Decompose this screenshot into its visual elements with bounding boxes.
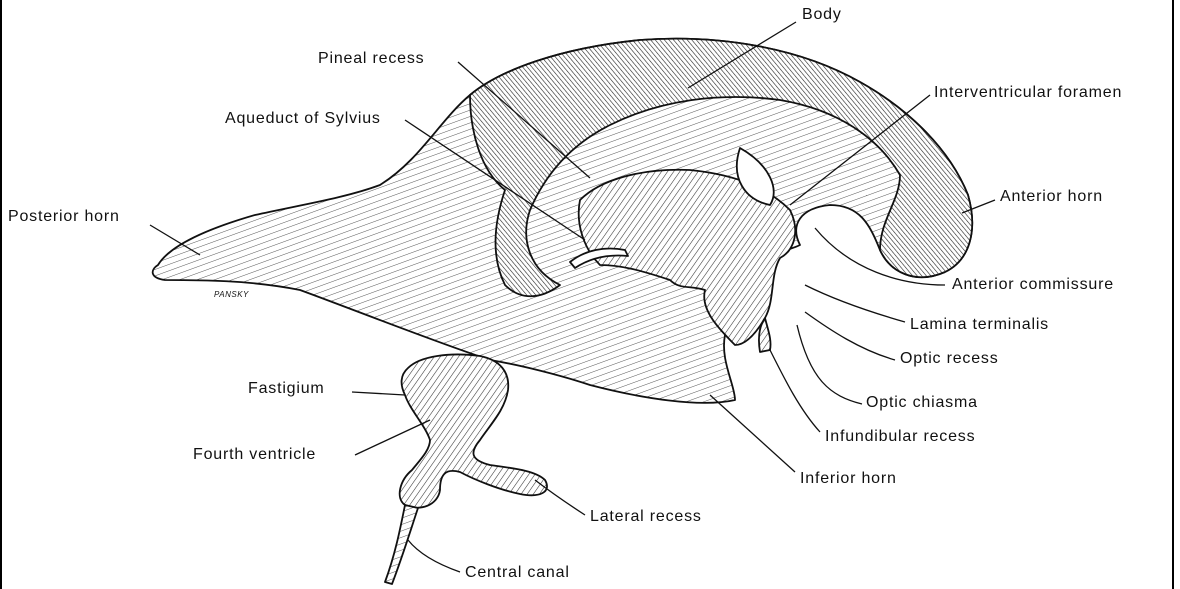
label-optic-chiasma: Optic chiasma	[866, 394, 978, 412]
label-interventricular-foramen: Interventricular foramen	[934, 84, 1122, 102]
leader-central-canal	[408, 540, 460, 572]
label-fastigium: Fastigium	[248, 380, 325, 398]
label-lateral-recess: Lateral recess	[590, 508, 702, 526]
label-central-canal: Central canal	[465, 564, 570, 582]
leader-pineal-recess	[458, 62, 590, 178]
leader-inferior-horn	[710, 395, 795, 472]
leader-anterior-commissure	[815, 228, 945, 285]
label-inferior-horn: Inferior horn	[800, 470, 897, 488]
label-posterior-horn: Posterior horn	[8, 208, 120, 226]
leader-infundibular-recess	[770, 350, 820, 432]
leader-interventricular-foramen	[790, 95, 930, 205]
label-fourth-ventricle: Fourth ventricle	[193, 446, 316, 464]
leader-optic-recess	[805, 312, 895, 360]
leader-anterior-horn	[962, 200, 995, 213]
label-infundibular-recess: Infundibular recess	[825, 428, 975, 446]
label-pineal-recess: Pineal recess	[318, 50, 424, 68]
label-anterior-commissure: Anterior commissure	[952, 276, 1114, 294]
leader-aqueduct	[405, 120, 585, 240]
leader-posterior-horn	[150, 225, 200, 255]
leader-lamina-terminalis	[805, 285, 905, 322]
artist-signature: PANSKY	[214, 286, 249, 304]
label-lamina-terminalis: Lamina terminalis	[910, 316, 1049, 334]
label-body: Body	[802, 6, 842, 24]
leader-optic-chiasma	[797, 325, 862, 404]
leader-body	[688, 22, 796, 88]
leader-lateral-recess	[535, 480, 585, 515]
label-optic-recess: Optic recess	[900, 350, 999, 368]
label-anterior-horn: Anterior horn	[1000, 188, 1103, 206]
label-aqueduct-of-sylvius: Aqueduct of Sylvius	[225, 110, 381, 128]
leader-fastigium	[352, 392, 405, 395]
leader-fourth-ventricle	[355, 420, 430, 455]
